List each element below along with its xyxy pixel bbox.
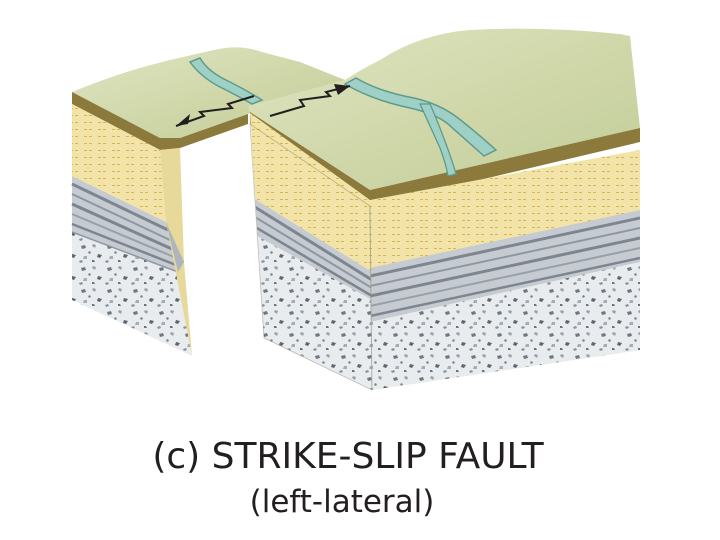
- figure-caption-subtitle: (left-lateral): [249, 484, 435, 520]
- left-block-surface: [72, 47, 345, 138]
- left-block-topsoil: [72, 92, 248, 150]
- left-block-sandstone: [72, 104, 166, 222]
- right-block-river: [343, 77, 498, 157]
- left-fault-block: [71, 47, 345, 356]
- left-block-river: [188, 57, 264, 105]
- figure-caption-title: (c) STRIKE-SLIP FAULT: [152, 436, 544, 477]
- right-block-river-branch: [418, 103, 457, 177]
- left-lateral-arrow-icon: [269, 84, 351, 117]
- left-lateral-arrow-icon: [175, 95, 255, 127]
- left-block-granite: [72, 232, 192, 356]
- right-block-topsoil: [250, 112, 640, 206]
- left-block-shale: [71, 176, 178, 272]
